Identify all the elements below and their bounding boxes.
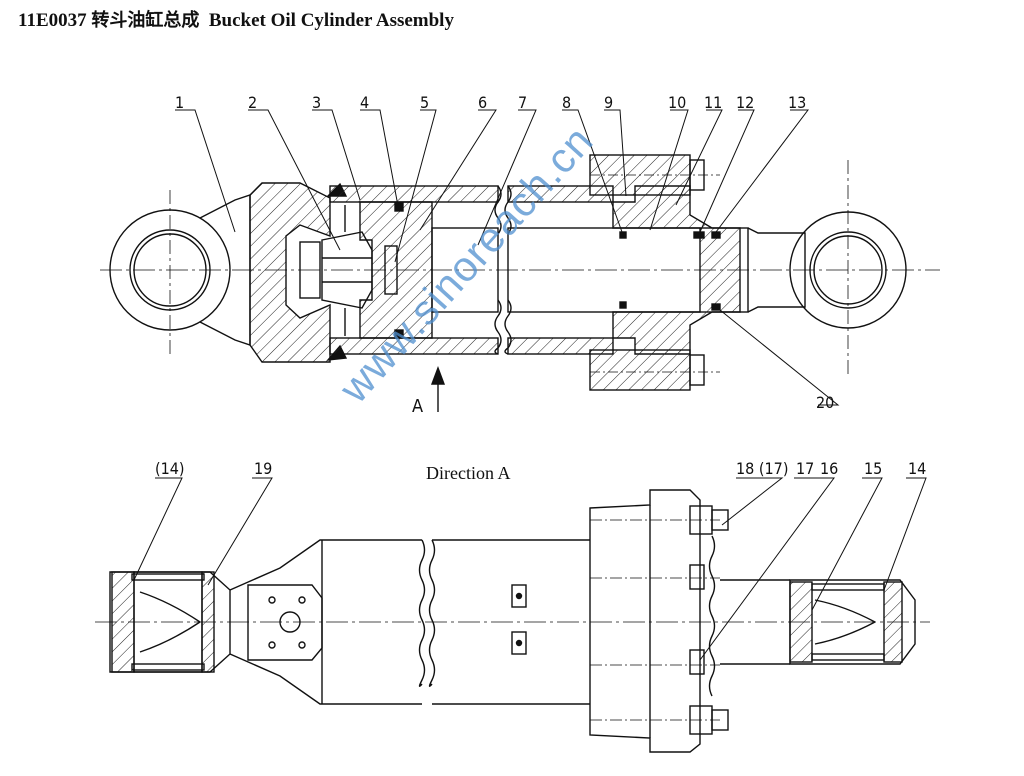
label-part-16: 16 bbox=[820, 459, 838, 478]
label-part-17: 17 bbox=[796, 459, 814, 478]
label-part-14-left: (14) bbox=[155, 459, 185, 478]
top-leaders bbox=[175, 109, 840, 406]
label-part-7: 7 bbox=[518, 93, 527, 112]
label-part-5: 5 bbox=[420, 93, 429, 112]
title-chinese: 转斗油缸总成 bbox=[91, 10, 200, 31]
drawing-title: 11E0037 转斗油缸总成 Bucket Oil Cylinder Assem… bbox=[18, 6, 454, 32]
left-rod-eye bbox=[109, 194, 251, 346]
title-code: 11E0037 bbox=[18, 10, 87, 31]
label-part-6: 6 bbox=[478, 93, 487, 112]
label-part-10: 10 bbox=[668, 93, 686, 112]
label-part-1: 1 bbox=[175, 93, 184, 112]
label-part-12: 12 bbox=[736, 93, 754, 112]
top-part-labels: 1 2 3 4 5 6 7 8 9 10 11 12 13 20 A bbox=[175, 93, 834, 417]
direction-a-view bbox=[95, 489, 930, 753]
label-part-2: 2 bbox=[248, 93, 257, 112]
bottom-leaders bbox=[133, 477, 927, 661]
piston-nut bbox=[299, 205, 373, 336]
arrow-a-label: A bbox=[412, 396, 423, 417]
label-part-19: 19 bbox=[254, 459, 272, 478]
label-part-9: 9 bbox=[604, 93, 613, 112]
label-part-18-17: 18 (17) bbox=[736, 459, 788, 478]
label-part-15: 15 bbox=[864, 459, 882, 478]
label-part-14-right: 14 bbox=[908, 459, 926, 478]
bottom-part-labels: (14) 19 18 (17) 17 16 15 14 bbox=[155, 459, 926, 478]
cylinder-bottom-section bbox=[249, 182, 331, 363]
label-part-20: 20 bbox=[816, 393, 834, 412]
label-part-3: 3 bbox=[312, 93, 321, 112]
direction-a-caption: Direction A bbox=[426, 463, 511, 483]
label-part-13: 13 bbox=[788, 93, 806, 112]
label-part-8: 8 bbox=[562, 93, 571, 112]
right-rod-eye bbox=[747, 211, 907, 329]
label-part-4: 4 bbox=[360, 93, 369, 112]
title-english: Bucket Oil Cylinder Assembly bbox=[208, 10, 454, 31]
label-part-11: 11 bbox=[704, 93, 722, 112]
